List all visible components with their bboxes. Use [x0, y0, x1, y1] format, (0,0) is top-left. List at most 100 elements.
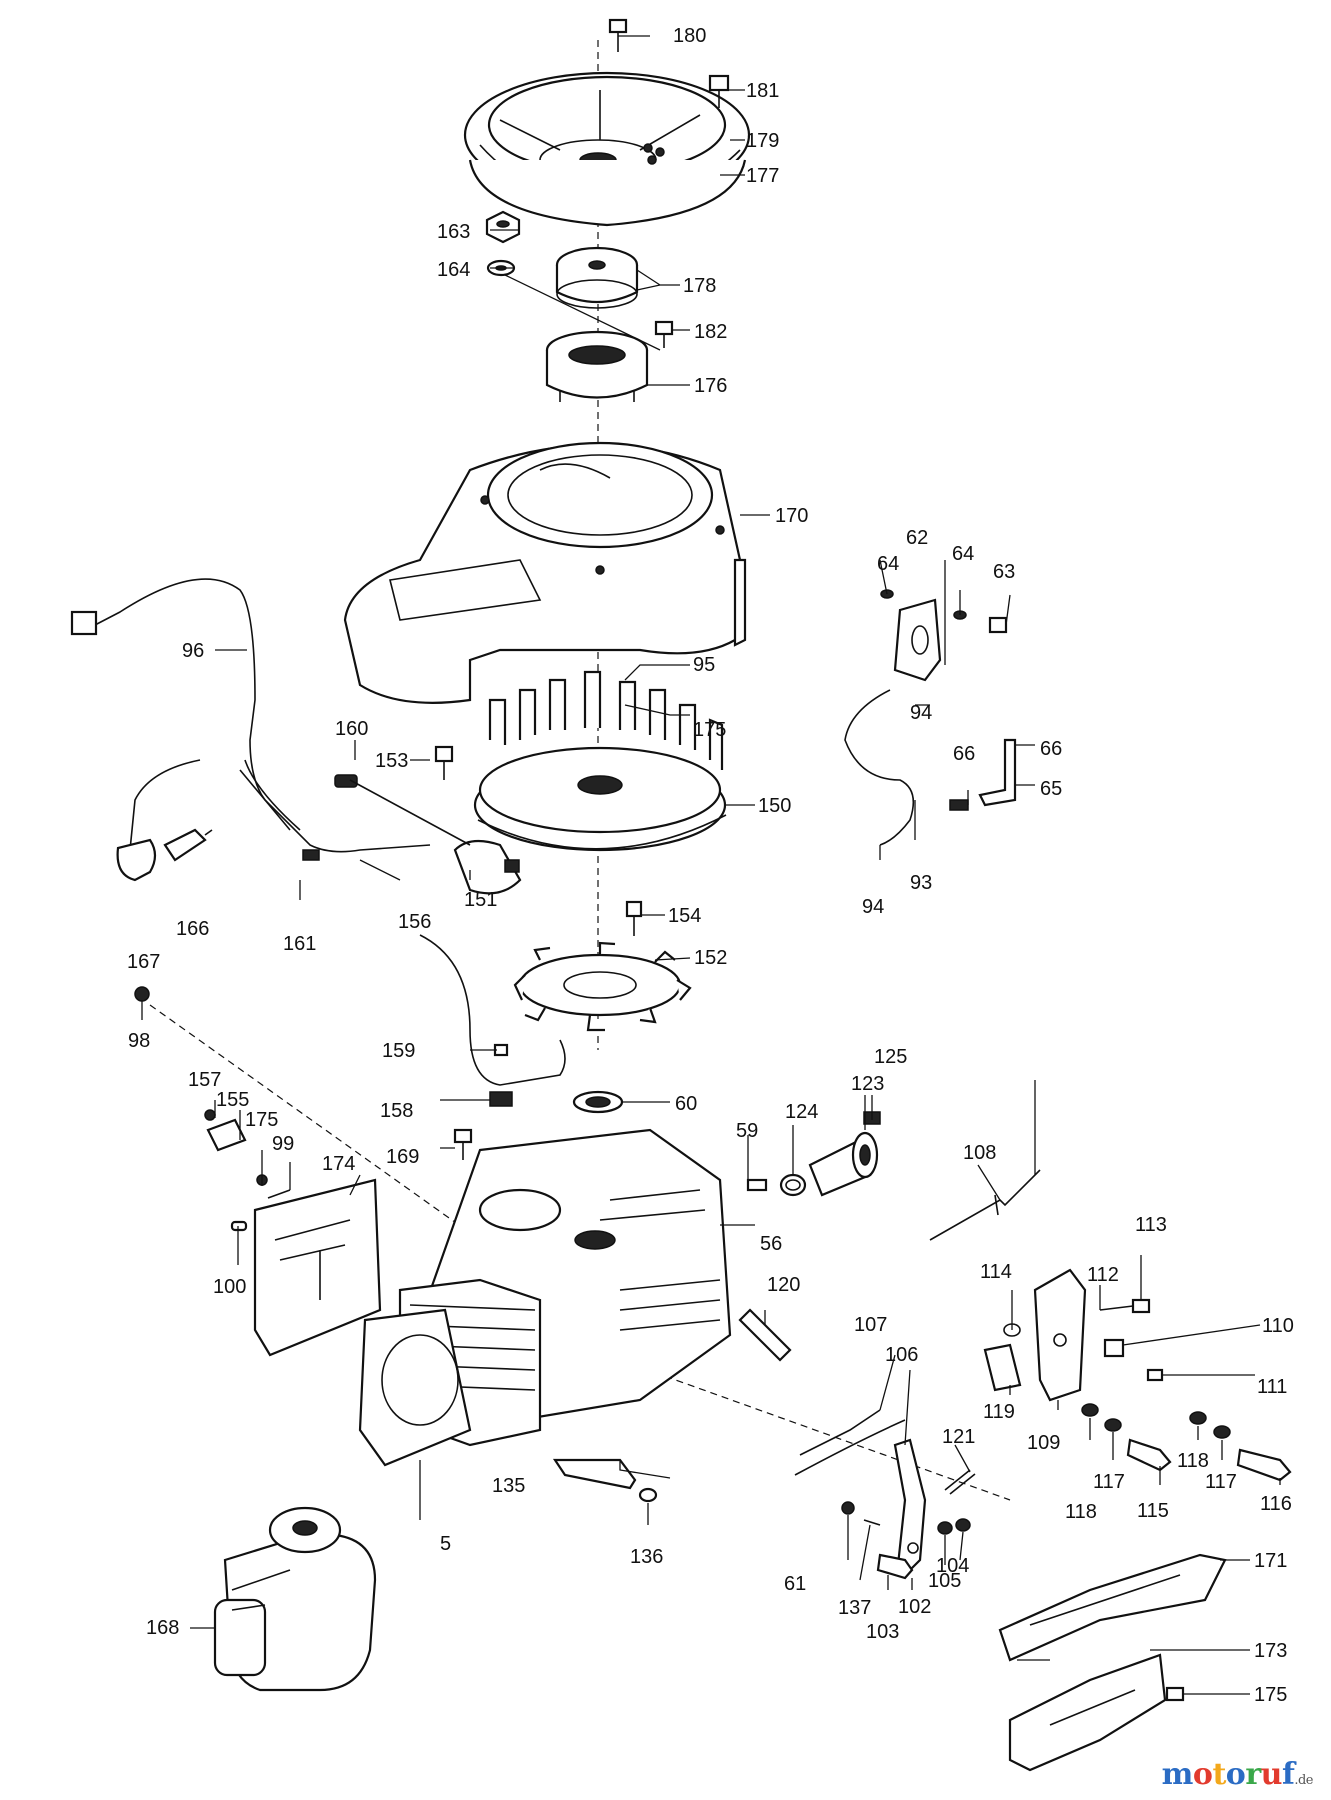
callout-137: 137: [838, 1597, 871, 1619]
screw-63: [988, 616, 1008, 634]
callout-94-lower: 94: [862, 896, 884, 918]
wm-letter: t: [1212, 1757, 1226, 1792]
fuel-line-94-93: [844, 689, 915, 846]
alternator-wire-158: [419, 934, 566, 1107]
wm-letter: o: [1192, 1757, 1213, 1792]
callout-151: 151: [464, 889, 497, 911]
screw-157: [204, 1109, 216, 1121]
governor-lever-102: [893, 1438, 927, 1572]
callout-106: 106: [885, 1344, 918, 1366]
kill-wire-156: [349, 779, 471, 846]
callout-105: 105: [928, 1570, 961, 1592]
bolt-103: [876, 1553, 914, 1580]
nuts-104-105: [937, 1518, 971, 1535]
callout-181: 181: [746, 80, 779, 102]
bracket-plate-174: [253, 1178, 382, 1357]
spring-121: [944, 1469, 976, 1495]
callout-109: 109: [1027, 1432, 1060, 1454]
callout-112: 112: [1087, 1264, 1119, 1286]
callout-93: 93: [910, 872, 932, 894]
screw-113-112: [1099, 1298, 1151, 1314]
callout-96: 96: [182, 640, 204, 662]
leader-lines: [141, 35, 1281, 1695]
callout-61: 61: [784, 1573, 806, 1595]
callout-66-right: 66: [1040, 738, 1062, 760]
callout-154: 154: [668, 905, 701, 927]
callout-108: 108: [963, 1142, 996, 1164]
starter-motor-168: [213, 1506, 377, 1692]
callout-113: 113: [1135, 1214, 1167, 1236]
spark-plug-166: [163, 828, 213, 862]
washers-117-118: [1081, 1403, 1231, 1439]
flywheel-150: [473, 670, 727, 852]
callout-116: 116: [1260, 1493, 1292, 1515]
callout-100: 100: [213, 1276, 246, 1298]
wm-letter: m: [1161, 1757, 1194, 1792]
washer-61: [841, 1501, 855, 1515]
seal-124: [779, 1173, 807, 1197]
bushing-119: [983, 1343, 1022, 1392]
callout-135: 135: [492, 1475, 525, 1497]
callout-95: 95: [693, 654, 715, 676]
callout-156: 156: [398, 911, 431, 933]
callout-123: 123: [851, 1073, 884, 1095]
screw-182: [654, 320, 674, 348]
wm-letter: r: [1245, 1757, 1261, 1792]
screw-169: [453, 1128, 473, 1160]
screw-154: [625, 900, 643, 936]
callout-160: 160: [335, 718, 368, 740]
screw-175-bottom: [1165, 1686, 1185, 1702]
callout-102: 102: [898, 1596, 931, 1618]
callout-175-upper: 175: [693, 719, 726, 741]
callout-118-left: 118: [1065, 1501, 1097, 1523]
callout-125: 125: [874, 1046, 907, 1068]
bolt-180: [608, 18, 628, 52]
callout-64-right: 64: [952, 543, 974, 565]
air-baffle-171: [998, 1553, 1227, 1662]
callout-99: 99: [272, 1133, 294, 1155]
bushing-59: [746, 1178, 768, 1192]
callout-170: 170: [775, 505, 808, 527]
callout-166: 166: [176, 918, 209, 940]
callout-114: 114: [980, 1261, 1012, 1283]
callout-155: 155: [216, 1089, 249, 1111]
callout-98: 98: [128, 1030, 150, 1052]
callout-174: 174: [322, 1153, 355, 1175]
pin-100: [230, 1220, 248, 1232]
callout-labels: 180 181 179 177 163 164 178 182 176 170 …: [127, 25, 1294, 1706]
cylinder-block-5: [358, 1128, 732, 1467]
blower-housing-top: [463, 71, 751, 227]
wm-letter: u: [1260, 1757, 1283, 1792]
wm-letter: o: [1225, 1757, 1246, 1792]
wire-harness-96: [70, 578, 431, 853]
rotating-screen-cup-176: [545, 330, 649, 402]
dowel-120: [738, 1308, 792, 1362]
callout-150: 150: [758, 795, 791, 817]
callout-121: 121: [942, 1426, 975, 1448]
callout-103: 103: [866, 1621, 899, 1643]
callout-177: 177: [746, 165, 779, 187]
callout-62: 62: [906, 527, 928, 549]
nut-163: [485, 210, 521, 244]
callout-153: 153: [375, 750, 408, 772]
seal-60: [572, 1090, 624, 1114]
oil-fill-tube-123: [808, 1131, 879, 1197]
governor-link-106: [794, 1419, 906, 1476]
grommet-160: [334, 774, 358, 788]
callout-117-left: 117: [1093, 1471, 1125, 1493]
callout-175-bottom: 175: [1254, 1684, 1287, 1706]
callout-115: 115: [1137, 1500, 1169, 1522]
bracket-155: [206, 1118, 247, 1152]
callout-119: 119: [983, 1401, 1015, 1423]
washer-136: [638, 1487, 658, 1503]
callout-152: 152: [694, 947, 727, 969]
callout-173: 173: [1254, 1640, 1287, 1662]
starter-link-line: [149, 1004, 481, 1241]
callout-159: 159: [382, 1040, 415, 1062]
callout-178: 178: [683, 275, 716, 297]
ignition-coil-151: [453, 839, 522, 895]
callout-110: 110: [1262, 1315, 1294, 1337]
callout-169: 169: [386, 1146, 419, 1168]
callout-120: 120: [767, 1274, 800, 1296]
callout-107: 107: [854, 1314, 887, 1336]
